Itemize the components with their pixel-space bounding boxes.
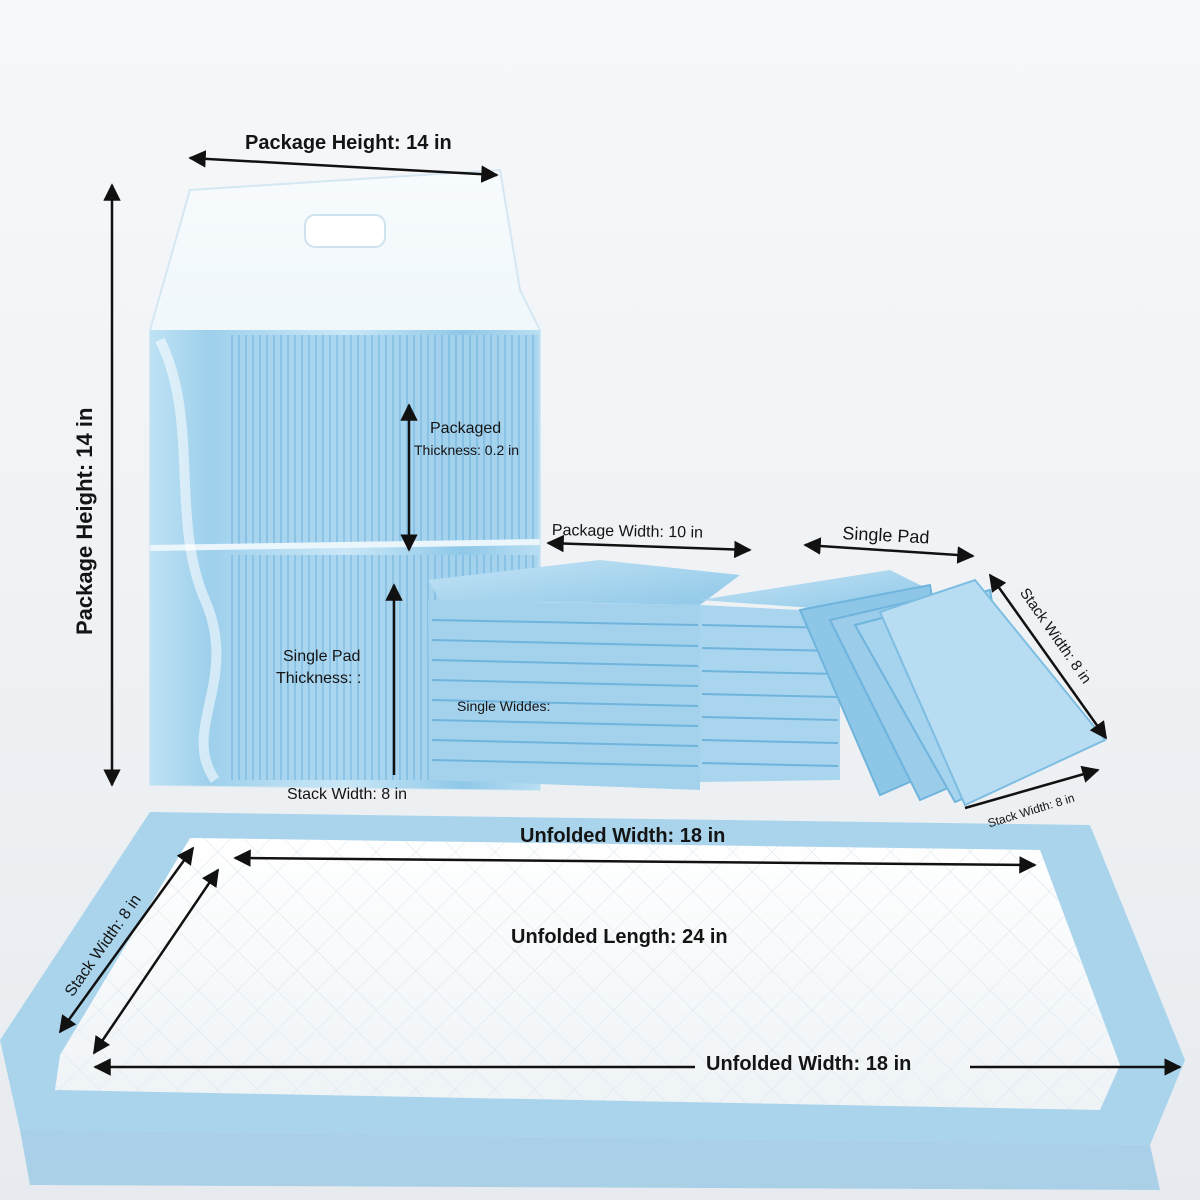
arrow-unfolded-width-top xyxy=(233,849,1037,874)
unfolded-pad xyxy=(0,812,1185,1190)
label-packaged-thickness-1: Packaged xyxy=(430,420,502,437)
label-unfolded-length: Unfolded Length: 24 in xyxy=(511,926,728,948)
label-single-widdes: Single Widdes: xyxy=(457,698,551,714)
label-single-pad-thickness-1: Single Pad xyxy=(283,648,361,665)
label-single-pad: Single Pad xyxy=(841,523,930,548)
label-unfolded-width-bottom: Unfolded Width: 18 in xyxy=(706,1053,912,1075)
arrow-unfolded-length xyxy=(92,868,220,1055)
label-single-pad-thickness-2: Thickness: : xyxy=(276,670,362,687)
arrow-stack-width-right xyxy=(988,573,1108,740)
label-stack-width-bottom: Stack Width: 8 in xyxy=(287,786,408,803)
bag-handle xyxy=(304,214,386,248)
arrow-single-pad xyxy=(803,537,975,564)
dimension-arrows xyxy=(58,150,1182,1076)
label-unfolded-width-top: Unfolded Width: 18 in xyxy=(520,825,726,847)
folded-stack-middle xyxy=(428,560,740,790)
label-package-width: Package Width: 10 in xyxy=(551,522,704,542)
arrow-package-height-top xyxy=(188,150,499,183)
label-package-height-side: Package Height: 14 in xyxy=(72,407,97,635)
arrow-stack-width-small xyxy=(964,765,1100,810)
label-packaged-thickness-2: Thickness: 0.2 in xyxy=(414,442,520,458)
single-pads xyxy=(798,578,1107,807)
label-package-height-top: Package Height: 14 in xyxy=(245,132,452,154)
arrow-package-width xyxy=(546,534,752,559)
